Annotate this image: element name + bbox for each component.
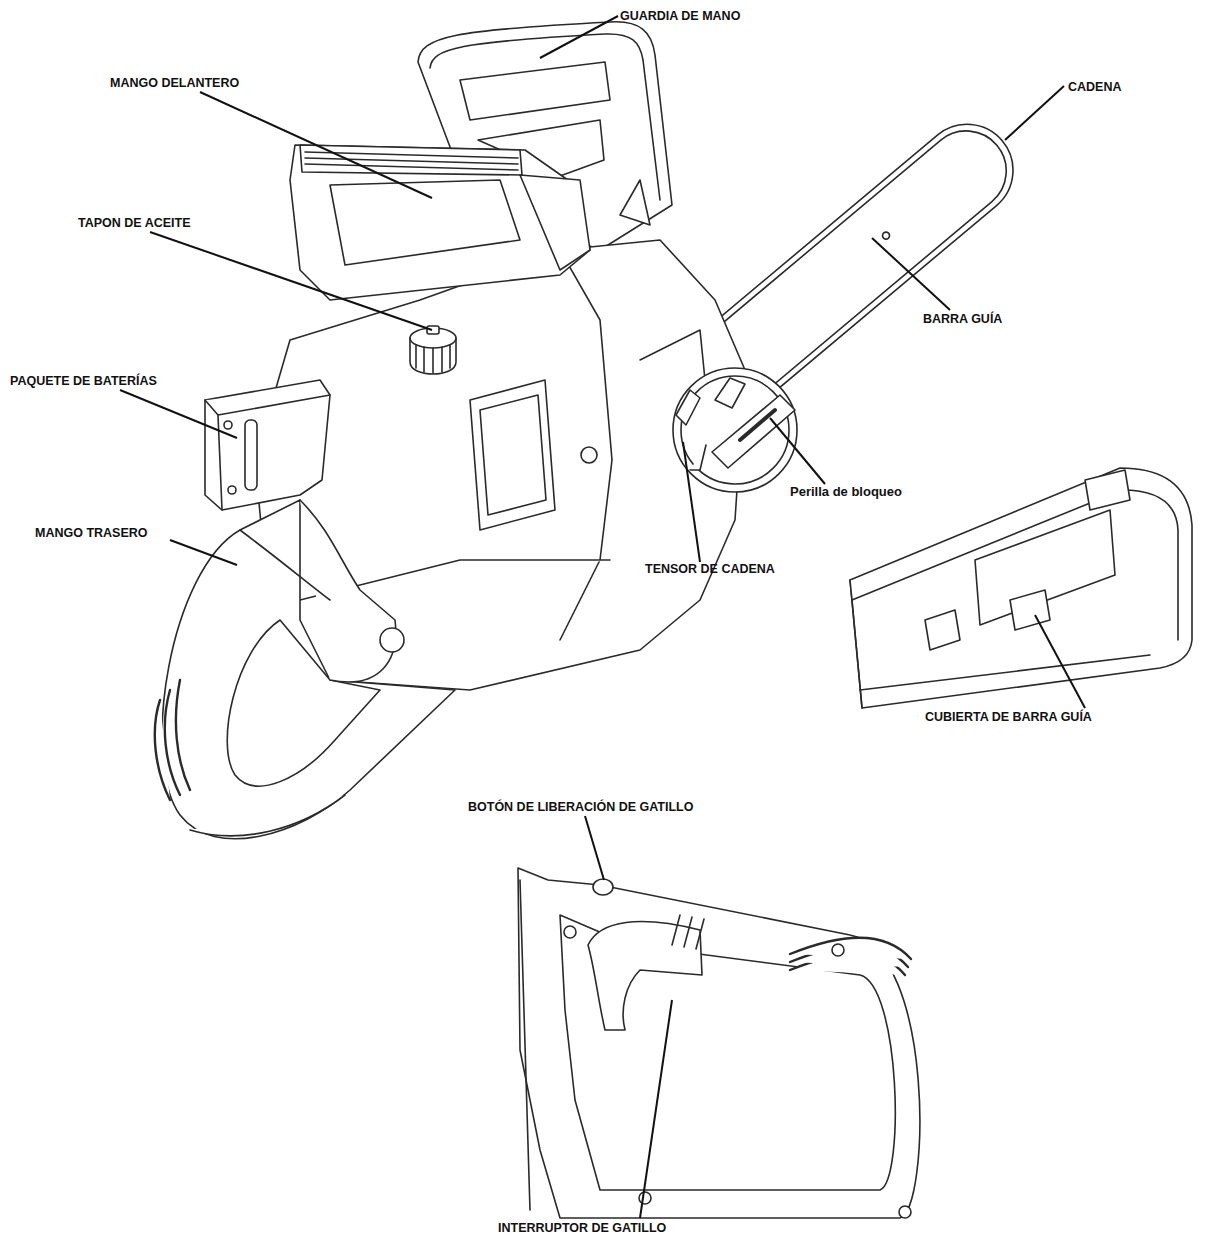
part-label: BOTÓN DE LIBERACIÓN DE GATILLO bbox=[468, 800, 693, 814]
leader-line bbox=[640, 1000, 672, 1218]
part-label: PAQUETE DE BATERÍAS bbox=[10, 374, 157, 388]
battery-pack bbox=[205, 380, 330, 510]
leader-line bbox=[585, 816, 604, 880]
leader-line bbox=[540, 16, 618, 58]
part-label: MANGO TRASERO bbox=[35, 526, 148, 540]
leader-line bbox=[120, 390, 237, 438]
guide-bar-cover bbox=[850, 468, 1192, 708]
front-handle bbox=[290, 145, 590, 300]
part-label: CUBIERTA DE BARRA GUÍA bbox=[925, 710, 1092, 724]
part-label: TENSOR DE CADENA bbox=[645, 562, 775, 576]
rear-handle bbox=[155, 500, 455, 839]
part-label: BARRA GUÍA bbox=[923, 312, 1002, 326]
leader-line bbox=[1035, 615, 1085, 708]
leader-line bbox=[770, 418, 825, 484]
tensioner-knob bbox=[673, 368, 797, 492]
oil-cap bbox=[410, 326, 456, 374]
part-label: CADENA bbox=[1068, 80, 1121, 94]
part-label: INTERRUPTOR DE GATILLO bbox=[498, 1221, 666, 1235]
part-label: TAPON DE ACEITE bbox=[78, 216, 191, 230]
leader-line bbox=[150, 232, 432, 330]
motor-body bbox=[255, 240, 745, 690]
leader-line bbox=[1005, 86, 1064, 140]
leader-line bbox=[200, 92, 432, 198]
leader-line bbox=[683, 442, 700, 562]
part-label: GUARDIA DE MANO bbox=[620, 9, 740, 23]
part-label: Perilla de bloqueo bbox=[790, 485, 902, 499]
leader-line bbox=[872, 238, 950, 310]
part-label: MANGO DELANTERO bbox=[110, 76, 239, 90]
leader-line bbox=[170, 540, 237, 565]
trigger-inset bbox=[518, 868, 920, 1218]
